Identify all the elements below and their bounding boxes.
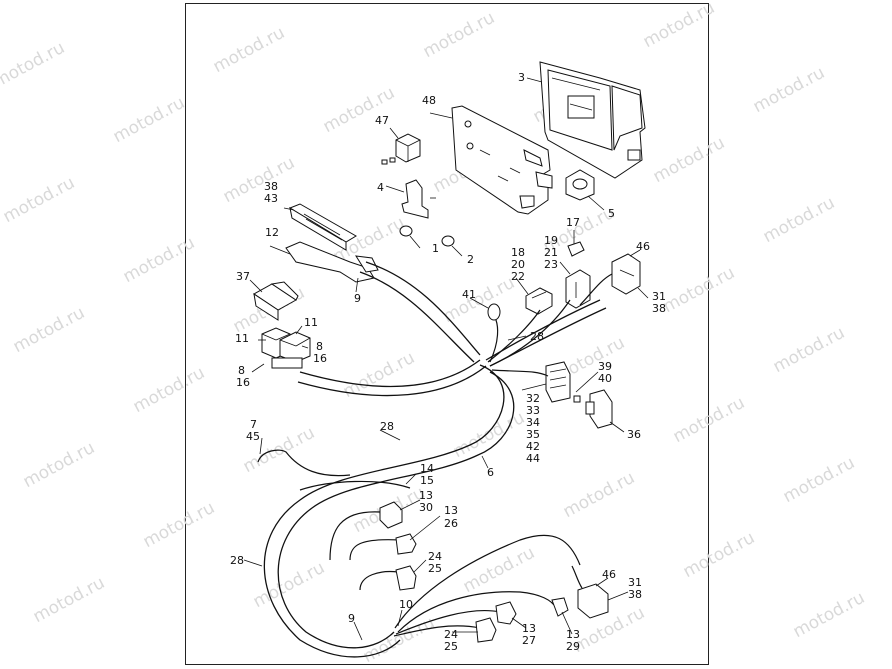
callout-34: 34 xyxy=(526,416,540,429)
callout-39: 39 xyxy=(598,360,612,373)
callout-36: 36 xyxy=(627,428,641,441)
callout-16-left: 16 xyxy=(236,376,250,389)
callout-13-29-b: 29 xyxy=(566,640,580,653)
main-harness xyxy=(263,261,613,658)
callout-13-29-a: 13 xyxy=(566,628,580,641)
fuse-block-part xyxy=(288,203,357,251)
callout-labels: 1 2 3 4 5 6 7 45 8 16 8 16 9 9 10 11 11 … xyxy=(230,71,666,653)
callout-40: 40 xyxy=(598,372,612,385)
terminal-part-39-40 xyxy=(573,395,581,403)
callout-32: 32 xyxy=(526,392,540,405)
callout-13-26-b: 26 xyxy=(444,517,458,530)
callout-9-top: 9 xyxy=(354,292,361,305)
callout-17: 17 xyxy=(566,216,580,229)
callout-31-bot: 31 xyxy=(628,576,642,589)
mounting-plate-part xyxy=(451,105,553,215)
callout-33: 33 xyxy=(526,404,540,417)
callout-37: 37 xyxy=(236,270,250,283)
callout-44: 44 xyxy=(526,452,540,465)
leader-lines xyxy=(243,77,649,641)
callout-46-top: 46 xyxy=(636,240,650,253)
callout-5: 5 xyxy=(608,207,615,220)
grommet-part-1 xyxy=(399,225,413,237)
callout-18: 18 xyxy=(511,246,525,259)
callout-9-bottom: 9 xyxy=(348,612,355,625)
cover-part-36 xyxy=(585,389,613,429)
callout-19: 19 xyxy=(544,234,558,247)
callout-45: 45 xyxy=(246,430,260,443)
callout-46-bot: 46 xyxy=(602,568,616,581)
connector-part-46-bot xyxy=(571,565,609,619)
connector-part-13-29 xyxy=(551,597,569,617)
callout-4: 4 xyxy=(377,181,384,194)
connector-part-32-44 xyxy=(545,361,571,403)
callout-28-mid: 28 xyxy=(380,420,394,433)
connector-part-24-25-bot xyxy=(475,617,497,643)
callout-25-bot: 25 xyxy=(444,640,458,653)
callout-23: 23 xyxy=(544,258,558,271)
connector-part-13-26 xyxy=(395,533,417,555)
relay-cluster-part xyxy=(261,327,311,369)
connector-part-17 xyxy=(567,241,585,257)
callout-11-left: 11 xyxy=(235,332,249,345)
callout-43: 43 xyxy=(264,192,278,205)
callout-21: 21 xyxy=(544,246,558,259)
clip-part-5 xyxy=(565,169,595,201)
callout-20: 20 xyxy=(511,258,525,271)
connector-part-18-20-22 xyxy=(525,287,553,315)
callout-28-left: 28 xyxy=(230,554,244,567)
callout-13-27-b: 27 xyxy=(522,634,536,647)
callout-38-top: 38 xyxy=(652,302,666,315)
connector-part-46-top xyxy=(611,253,641,295)
callout-13-27-a: 13 xyxy=(522,622,536,635)
callout-12: 12 xyxy=(265,226,279,239)
callout-38-bot: 38 xyxy=(628,588,642,601)
callout-6: 6 xyxy=(487,466,494,479)
connector-part-24-25-mid xyxy=(395,565,417,591)
callout-1: 1 xyxy=(432,242,439,255)
callout-25-mid: 25 xyxy=(428,562,442,575)
callout-13-26-a: 13 xyxy=(444,504,458,517)
ecm-module-part xyxy=(539,61,646,179)
callout-42: 42 xyxy=(526,440,540,453)
grommet-part-2 xyxy=(441,235,455,247)
callout-24-bot: 24 xyxy=(444,628,458,641)
connector-part-19-21-23 xyxy=(565,269,591,309)
callout-35: 35 xyxy=(526,428,540,441)
connector-part-41 xyxy=(487,303,501,321)
callout-31-top: 31 xyxy=(652,290,666,303)
lower-branch-wires xyxy=(257,449,581,637)
callout-13-30-b: 30 xyxy=(419,501,433,514)
bracket-part-4 xyxy=(401,179,436,219)
connector-part-13-30 xyxy=(379,501,403,529)
callout-11-right: 11 xyxy=(304,316,318,329)
callout-3: 3 xyxy=(518,71,525,84)
callout-38-fuse: 38 xyxy=(264,180,278,193)
callout-13-30-a: 13 xyxy=(419,489,433,502)
callout-16-right: 16 xyxy=(313,352,327,365)
callout-28-top: 28 xyxy=(530,330,544,343)
callout-24-mid: 24 xyxy=(428,550,442,563)
cover-part-37 xyxy=(253,281,299,321)
callout-14: 14 xyxy=(420,462,434,475)
callout-10: 10 xyxy=(399,598,413,611)
callout-48: 48 xyxy=(422,94,436,107)
callout-8-left: 8 xyxy=(238,364,245,377)
connector-part-13-27 xyxy=(495,601,517,625)
callout-15: 15 xyxy=(420,474,434,487)
callout-47: 47 xyxy=(375,114,389,127)
callout-7: 7 xyxy=(250,418,257,431)
callout-22: 22 xyxy=(511,270,525,283)
callout-2: 2 xyxy=(467,253,474,266)
callout-41: 41 xyxy=(462,288,476,301)
cover-part-12 xyxy=(285,241,379,283)
relay-part-47 xyxy=(381,133,421,165)
callout-8-right: 8 xyxy=(316,340,323,353)
